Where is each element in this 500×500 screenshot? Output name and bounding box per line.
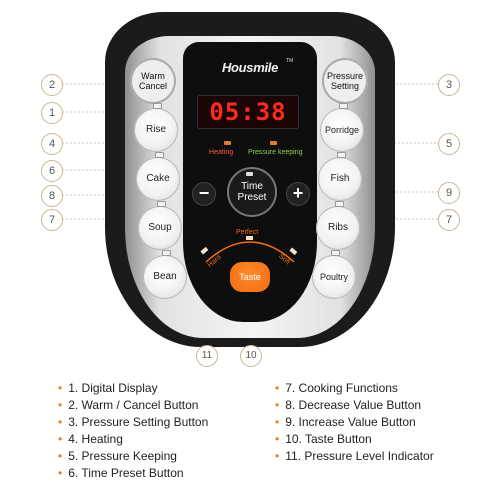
trademark-mark: TM [286,58,294,64]
rise-button[interactable]: Rise [134,103,178,152]
callout-10: 10 [240,345,262,367]
legend-item: •1. Digital Display [58,381,158,395]
callout-7-right: 7 [438,209,460,231]
fish-button[interactable]: Fish [318,152,362,201]
ribs-button[interactable]: Ribs [316,201,360,250]
time-preset-line1: Time [241,181,263,192]
callout-6: 6 [41,160,63,182]
pressure-setting-button[interactable]: Pressure Setting [322,58,368,104]
callout-1: 1 [41,102,63,124]
pressure-setting-line1: Pressure [326,71,363,81]
legend-right: •7. Cooking Functions •8. Decrease Value… [275,380,434,465]
warm-cancel-line2: Cancel [138,81,167,91]
legend-item: •11. Pressure Level Indicator [275,449,434,463]
legend-item: •4. Heating [58,432,123,446]
warm-cancel-button[interactable]: Warm Cancel [130,58,176,104]
pressure-keeping-led [270,141,277,145]
legend-item: •8. Decrease Value Button [275,398,422,412]
callout-7-left: 7 [41,209,63,231]
time-preset-line2: Preset [237,192,267,203]
callout-2: 2 [41,74,63,96]
poultry-button[interactable]: Poultry [312,250,356,299]
soup-button[interactable]: Soup [138,201,182,250]
callout-11: 11 [196,345,218,367]
bean-label: Bean [153,271,177,282]
warm-cancel-line1: Warm [141,71,165,81]
legend-item: •9. Increase Value Button [275,415,416,429]
heating-label: Heating [209,149,234,156]
legend-item: •7. Cooking Functions [275,381,398,395]
time-preset-led [246,172,253,176]
digital-display: 05:38 [197,95,299,129]
callout-8: 8 [41,185,63,207]
legend-item: •3. Pressure Setting Button [58,415,209,429]
callout-3: 3 [438,74,460,96]
soup-label: Soup [148,222,172,233]
pressure-keeping-label: Pressure keeping [248,149,303,156]
bean-button[interactable]: Bean [143,250,187,299]
heating-led [224,141,231,145]
increase-button[interactable]: + [286,182,310,206]
fish-label: Fish [330,173,350,184]
callout-4: 4 [41,133,63,155]
porridge-label: Porridge [324,125,360,135]
cake-label: Cake [146,173,170,184]
rise-label: Rise [145,124,166,135]
legend-left: •1. Digital Display •2. Warm / Cancel Bu… [58,380,208,482]
callout-9: 9 [438,182,460,204]
pressure-setting-line2: Setting [330,81,360,91]
legend-item: •10. Taste Button [275,432,372,446]
cake-button[interactable]: Cake [136,152,180,201]
callout-5: 5 [438,133,460,155]
legend-item: •2. Warm / Cancel Button [58,398,199,412]
pressure-perfect-label: Perfect [236,229,259,236]
brand-logo: Housmile [221,60,279,75]
legend-item: •6. Time Preset Button [58,466,184,480]
ribs-label: Ribs [327,222,348,233]
taste-button[interactable]: Taste [230,262,270,292]
legend-item: •5. Pressure Keeping [58,449,177,463]
porridge-button[interactable]: Porridge [320,103,364,152]
decrease-button[interactable]: − [192,182,216,206]
poultry-label: Poultry [319,272,348,282]
